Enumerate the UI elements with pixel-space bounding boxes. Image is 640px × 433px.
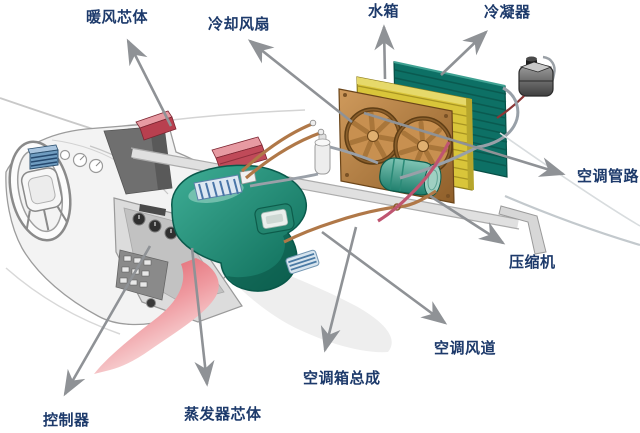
label-controller: 控制器 bbox=[43, 411, 90, 429]
ac-pipes-part bbox=[240, 86, 640, 247]
receiver-drier bbox=[314, 133, 331, 175]
arrow-evaporator-core bbox=[190, 247, 215, 387]
arrow-controller bbox=[63, 245, 152, 397]
evaporator-slats bbox=[193, 174, 243, 201]
label-ac-pipes: 空调管路 bbox=[577, 167, 640, 185]
hvac-box bbox=[171, 164, 308, 292]
blower-outlet bbox=[254, 203, 295, 235]
label-ac-air-duct: 空调风道 bbox=[434, 339, 497, 357]
arrow-radiator-tank bbox=[374, 24, 395, 80]
arrow-ac-box-assembly bbox=[320, 226, 358, 353]
label-heater-core: 暖风芯体 bbox=[86, 8, 149, 26]
arrow-condenser bbox=[440, 30, 488, 76]
arrow-ac-air-duct bbox=[321, 230, 448, 325]
label-compressor: 压缩机 bbox=[509, 253, 556, 271]
gear-knob bbox=[146, 298, 156, 308]
arrow-ac-pipes bbox=[363, 111, 566, 177]
label-condenser: 冷凝器 bbox=[484, 3, 531, 21]
radio-display bbox=[139, 204, 166, 216]
label-ac-box-assembly: 空调箱总成 bbox=[303, 369, 381, 387]
steering-wheel bbox=[8, 140, 72, 242]
label-radiator-tank: 水箱 bbox=[368, 2, 400, 20]
callout-arrows bbox=[63, 24, 566, 397]
hvac-knobs bbox=[132, 212, 178, 240]
beam-bracket bbox=[498, 205, 547, 255]
instrument-cluster bbox=[59, 149, 104, 174]
arrow-cooling-fan bbox=[247, 39, 353, 124]
label-cooling-fan: 冷却风扇 bbox=[208, 15, 271, 33]
driver-vent bbox=[27, 144, 59, 170]
arrow-heater-core bbox=[126, 38, 173, 127]
cooling-fan-left bbox=[344, 107, 402, 165]
coolant-reservoir bbox=[496, 55, 556, 119]
label-evaporator-core: 蒸发器芯体 bbox=[184, 405, 262, 423]
floor-duct bbox=[94, 258, 219, 374]
rear-vent bbox=[285, 249, 320, 274]
arrow-compressor bbox=[429, 194, 506, 245]
